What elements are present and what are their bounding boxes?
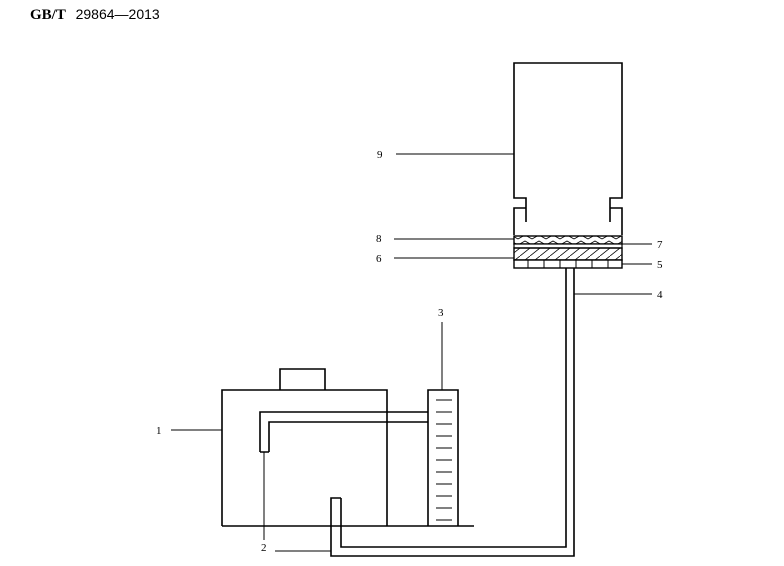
layer-6-hatched	[513, 247, 623, 261]
reservoir-cap	[279, 368, 326, 390]
callout-3: 3	[438, 307, 444, 319]
standard-prefix: GB/T	[30, 7, 66, 23]
callout-2: 2	[261, 542, 267, 554]
cylinder-right-rim	[610, 207, 623, 235]
sample-cylinder	[513, 62, 623, 222]
base-plate-ticks	[527, 260, 609, 268]
leader-lines	[171, 153, 652, 552]
callout-7: 7	[657, 239, 663, 251]
callout-9: 9	[377, 149, 383, 161]
connecting-tube-inner	[340, 268, 567, 548]
reservoir-body	[221, 389, 388, 526]
layer-8-chevron	[513, 235, 623, 245]
standard-number: 29864—2013	[75, 6, 160, 22]
siphon-tube	[259, 411, 428, 453]
callout-4: 4	[657, 289, 663, 301]
callout-8: 8	[376, 233, 382, 245]
callout-1: 1	[156, 425, 162, 437]
graduated-cylinder	[427, 389, 459, 526]
callout-5: 5	[657, 259, 663, 271]
connecting-tube-outer	[330, 268, 575, 557]
standard-header: GB/T 29864—2013	[30, 6, 160, 24]
cylinder-left-rim	[513, 207, 526, 235]
layer-5-base-plate	[513, 259, 623, 269]
callout-6: 6	[376, 253, 382, 265]
graduation-marks	[436, 399, 452, 521]
